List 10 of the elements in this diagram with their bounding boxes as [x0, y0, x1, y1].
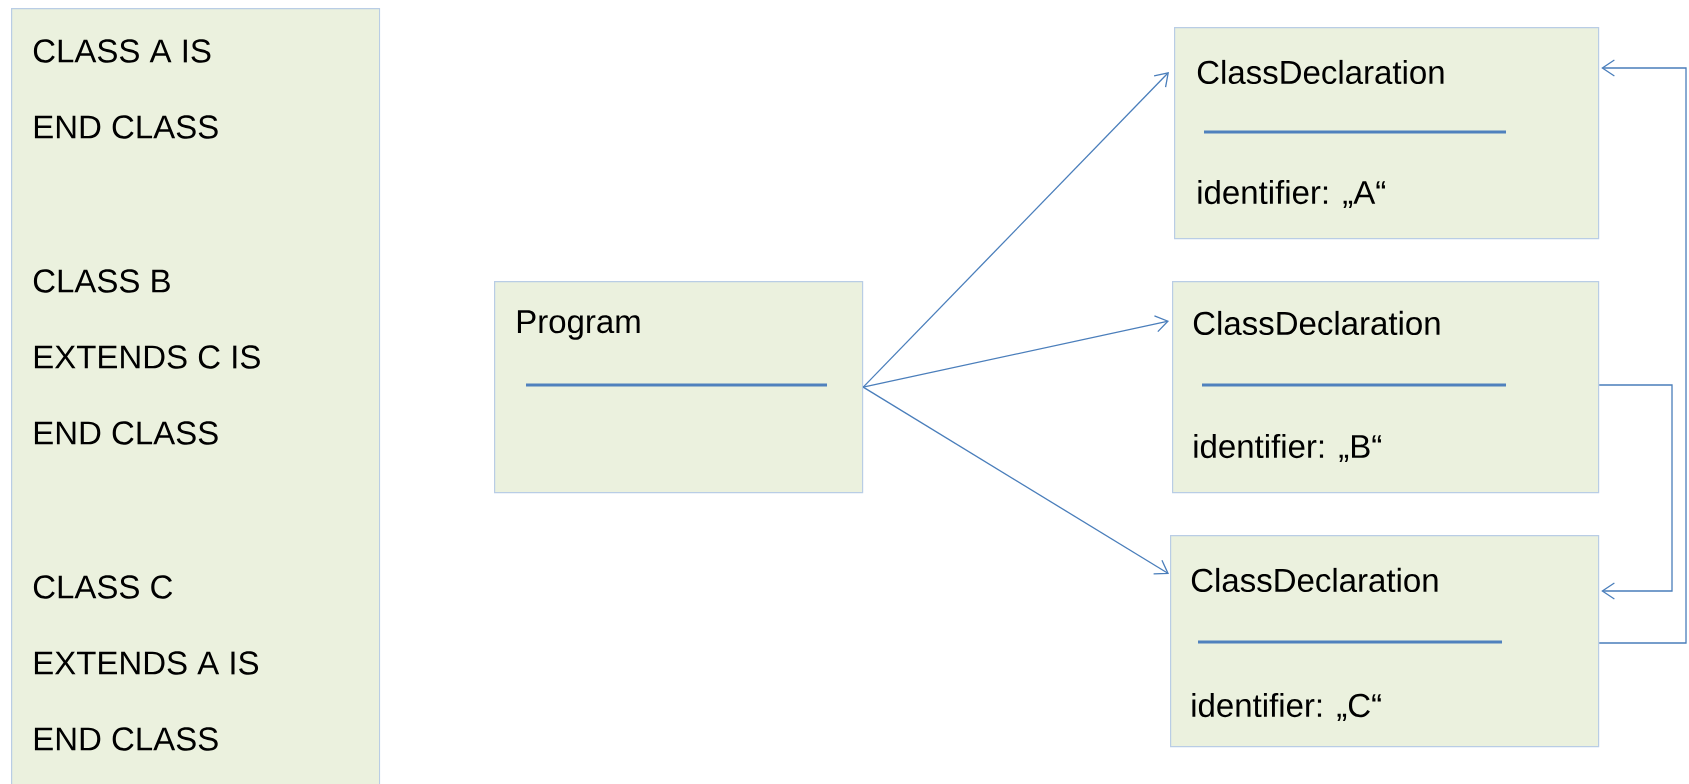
class-box: Program [494, 281, 864, 494]
class-box: ClassDeclaration identifier: „C“ [1170, 535, 1600, 748]
arrow [862, 386, 1169, 575]
arrow [862, 72, 1169, 388]
arrow [862, 315, 1169, 388]
class-box: ClassDeclaration identifier: „A“ [1174, 27, 1600, 240]
arrow [1598, 59, 1687, 644]
arrow [1598, 384, 1673, 600]
code-listing-box: CLASS A IS END CLASS CLASS B EXTENDS C IS END CLASS CLASS C EXTENDS A IS END CLASS [11, 8, 381, 784]
class-box: ClassDeclaration identifier: „B“ [1172, 281, 1600, 494]
